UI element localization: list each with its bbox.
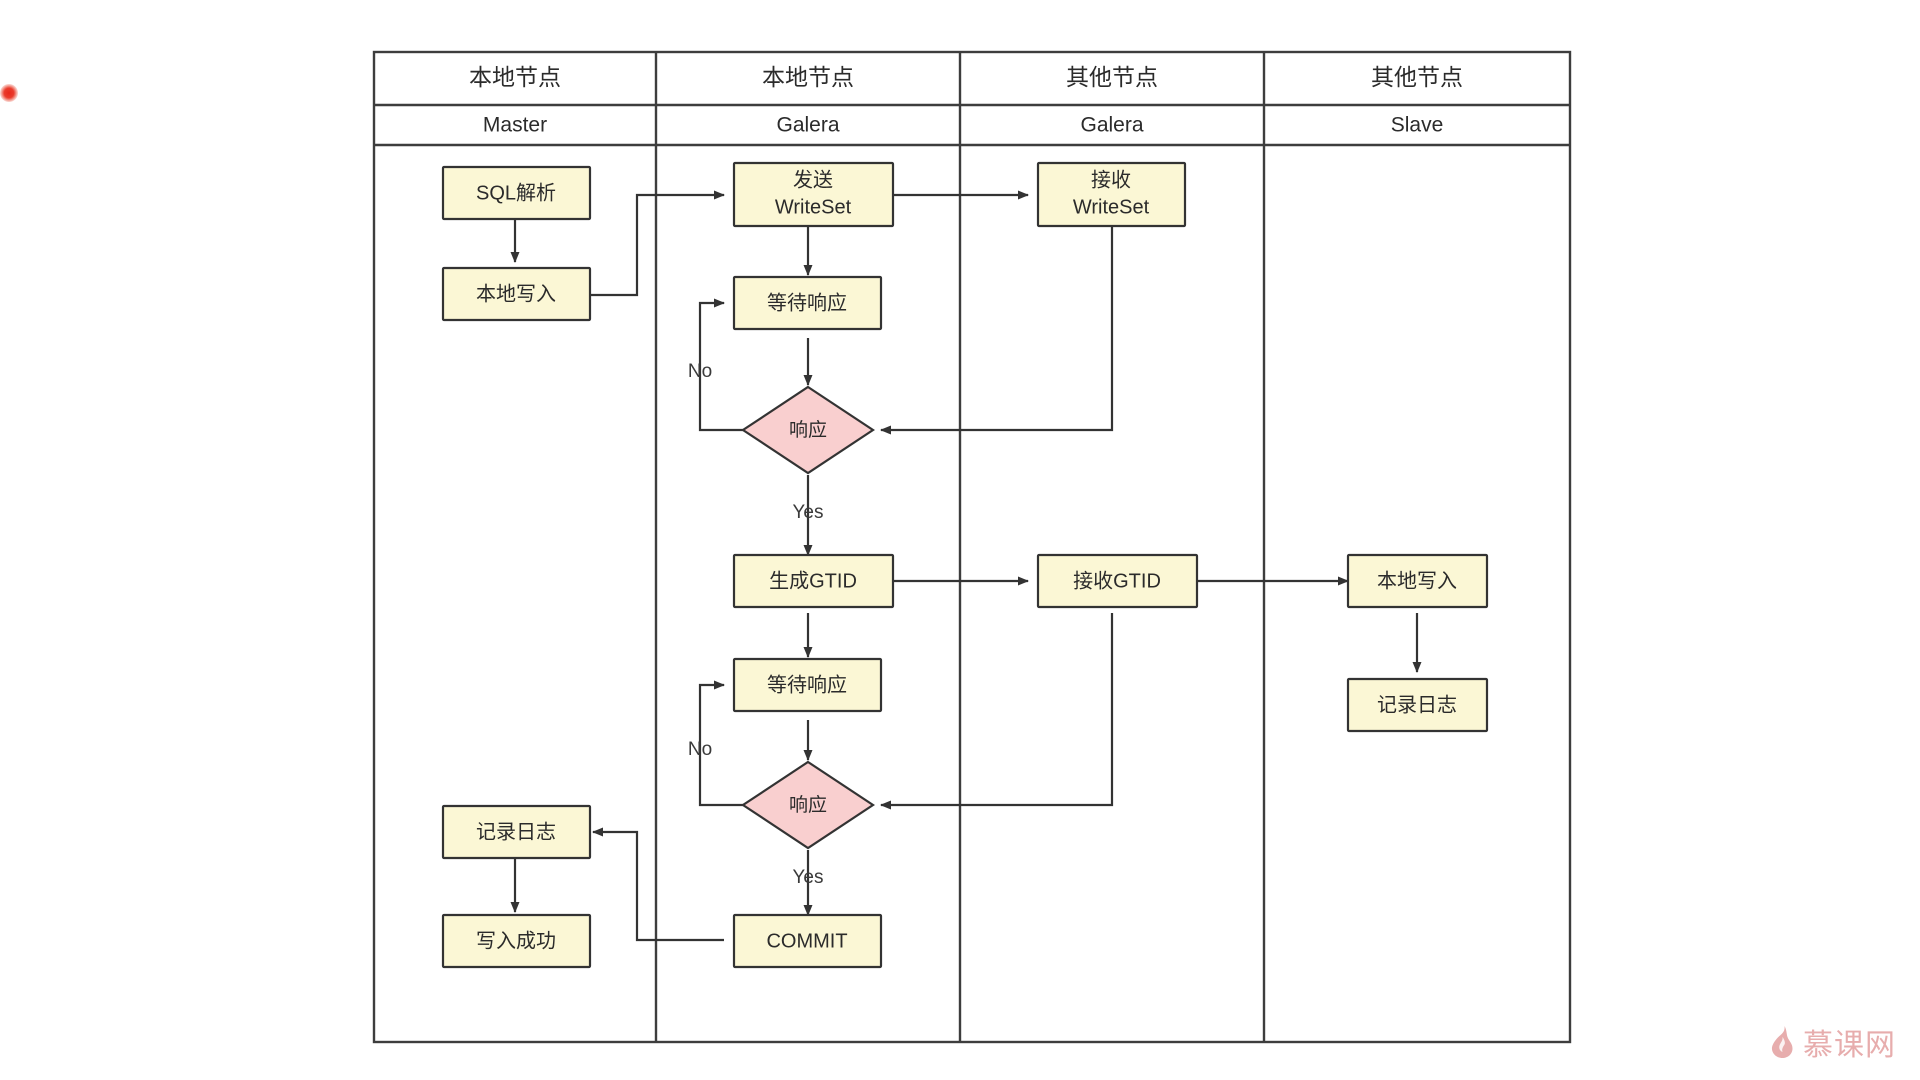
node-label-wait-response-1: 等待响应	[767, 291, 847, 314]
node-label-slave-log: 记录日志	[1377, 693, 1457, 716]
node-generate-gtid[interactable]: 生成GTID	[732, 553, 895, 609]
node-recv-writeset[interactable]: 接收 WriteSet	[1036, 161, 1187, 228]
cursor-marker	[0, 84, 18, 102]
edge-commit-to-masterlog	[592, 827, 724, 942]
edge-decision2-no-loop	[698, 680, 749, 807]
lane-title-cn-1: 本地节点	[469, 64, 561, 90]
edge-label-yes-1: Yes	[793, 502, 824, 523]
node-label-decision-response-2: 响应	[789, 794, 827, 816]
node-decision-response-2[interactable]: 响应	[741, 760, 875, 850]
node-slave-local-write[interactable]: 本地写入	[1346, 553, 1489, 609]
watermark: 慕课网	[1767, 1020, 1896, 1064]
lane-header-group: 本地节点 Master 本地节点 Galera 其他节点 Galera 其他节点…	[469, 64, 1463, 136]
node-label-slave-local-write: 本地写入	[1377, 569, 1457, 592]
node-decision-response-1[interactable]: 响应	[741, 385, 875, 475]
node-label-recv-writeset-line2: WriteSet	[1073, 196, 1150, 218]
edge-label-group: No Yes No Yes	[688, 361, 824, 888]
node-send-writeset[interactable]: 发送 WriteSet	[732, 161, 895, 228]
lane-title-en-4: Slave	[1391, 114, 1444, 137]
lane-title-en-2: Galera	[776, 114, 839, 137]
node-label-commit: COMMIT	[766, 930, 847, 952]
node-label-generate-gtid: 生成GTID	[769, 569, 857, 592]
node-commit[interactable]: COMMIT	[732, 913, 883, 969]
watermark-text: 慕课网	[1803, 1028, 1896, 1063]
node-master-local-write[interactable]: 本地写入	[441, 266, 592, 322]
lane-title-en-1: Master	[483, 114, 547, 137]
edge-label-no-2: No	[688, 739, 712, 760]
node-wait-response-2[interactable]: 等待响应	[732, 657, 883, 713]
lane-frame	[372, 50, 1572, 1044]
lane-title-cn-2: 本地节点	[762, 64, 854, 90]
edge-decision1-no-loop	[698, 298, 749, 432]
node-label-sql-parse: SQL解析	[476, 181, 556, 204]
flame-icon	[1771, 1026, 1793, 1058]
edge-localwrite-to-sendwriteset	[590, 190, 725, 297]
edge-recvgtid-to-decision2	[880, 613, 1114, 810]
node-master-log[interactable]: 记录日志	[441, 804, 592, 860]
node-receive-gtid[interactable]: 接收GTID	[1036, 553, 1199, 609]
node-label-recv-writeset-line1: 接收	[1091, 168, 1131, 191]
node-label-decision-response-1: 响应	[789, 419, 827, 441]
lane-title-en-3: Galera	[1080, 114, 1143, 137]
lane-title-cn-3: 其他节点	[1066, 64, 1158, 90]
lane-title-cn-4: 其他节点	[1371, 64, 1463, 90]
node-label-wait-response-2: 等待响应	[767, 673, 847, 696]
edge-recvwriteset-to-decision1	[880, 226, 1114, 435]
edge-label-yes-2: Yes	[793, 867, 824, 888]
edge-label-no-1: No	[688, 361, 712, 382]
node-label-receive-gtid: 接收GTID	[1073, 569, 1161, 592]
node-label-master-local-write: 本地写入	[476, 282, 556, 305]
connector-group: back up to n5 left side --> n7 生成GTID --…	[510, 190, 1422, 942]
node-label-send-writeset-line1: 发送	[793, 168, 833, 191]
node-write-success[interactable]: 写入成功	[441, 913, 592, 969]
node-label-send-writeset-line2: WriteSet	[775, 196, 852, 218]
node-label-master-log: 记录日志	[476, 820, 556, 843]
node-slave-log[interactable]: 记录日志	[1346, 677, 1489, 733]
node-label-write-success: 写入成功	[476, 929, 556, 952]
node-sql-parse[interactable]: SQL解析	[441, 165, 592, 221]
node-wait-response-1[interactable]: 等待响应	[732, 275, 883, 331]
